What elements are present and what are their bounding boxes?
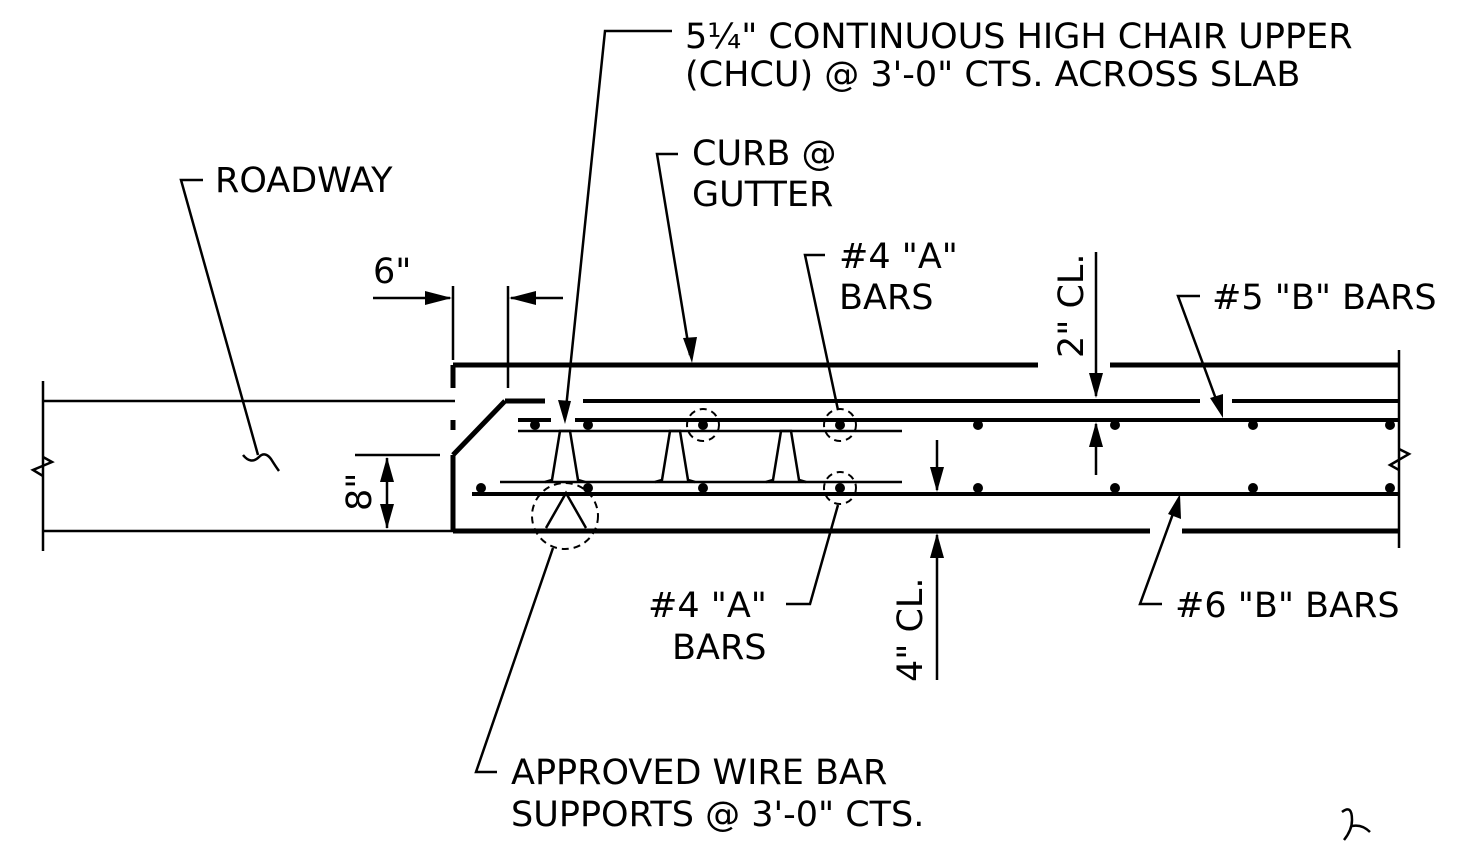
- arrowhead: [1168, 494, 1181, 519]
- arrowhead: [509, 291, 536, 305]
- bottom-bar-dot: [973, 483, 983, 493]
- a-bar-highlight-circle: [823, 408, 857, 442]
- eight-inch-dim-label: 8": [340, 473, 380, 511]
- arrowhead: [380, 504, 394, 529]
- bottom-bar-dot: [1110, 483, 1120, 493]
- top-a-bars-label-line1: #4 "A": [839, 237, 958, 277]
- chair-label-line1: 5¼" CONTINUOUS HIGH CHAIR UPPER: [685, 17, 1353, 57]
- b5-bars-label: #5 "B" BARS: [1212, 278, 1437, 318]
- arrowhead: [380, 457, 394, 482]
- leaders: [179, 29, 1223, 774]
- chair-label-line2: (CHCU) @ 3'-0" CTS. ACROSS SLAB: [685, 55, 1300, 95]
- four-inch-cl-label: 4" CL.: [891, 577, 931, 682]
- bottom-bar-dot: [1248, 483, 1258, 493]
- a-bar-highlight-circle: [823, 471, 857, 505]
- b6-leader: [1138, 499, 1180, 606]
- curb-label-line1: CURB @: [692, 134, 837, 174]
- high-chairs: [544, 429, 807, 529]
- curb-label-line2: GUTTER: [692, 175, 833, 215]
- curb-leader: [655, 152, 692, 356]
- bottom-bar-dot: [1385, 483, 1395, 493]
- supports-label-line2: SUPPORTS @ 3'-0" CTS.: [511, 795, 924, 835]
- top-bar-dot: [973, 420, 983, 430]
- top-bar-dot: [1110, 420, 1120, 430]
- bottom-bar-dot: [835, 483, 845, 493]
- wire-bar-support: [544, 490, 588, 529]
- high-chair: [654, 429, 696, 484]
- top-bar-dot: [1385, 420, 1395, 430]
- break-symbol-left: [30, 455, 55, 478]
- b6-bars-label: #6 "B" BARS: [1175, 586, 1400, 626]
- top-bar-dot: [698, 420, 708, 430]
- bottom-bar-dot: [698, 483, 708, 493]
- top-a-bars-label-line2: BARS: [839, 278, 934, 318]
- chair-leader: [563, 29, 672, 419]
- supports-leader: [474, 547, 555, 774]
- bottom-bar-dot: [476, 483, 486, 493]
- arrowhead: [1089, 422, 1103, 447]
- a-bar-highlight-circle: [686, 408, 720, 442]
- b5-leader: [1176, 294, 1222, 411]
- bottom-a-bars-leader: [786, 504, 840, 606]
- break-symbol-right: [1387, 447, 1412, 472]
- top-bar-dot: [835, 420, 845, 430]
- arrowhead: [1210, 394, 1223, 418]
- high-chair: [544, 429, 586, 484]
- supports-label-line1: APPROVED WIRE BAR: [511, 753, 887, 793]
- dimensions: [355, 252, 1103, 680]
- arrowhead: [930, 467, 944, 492]
- gutter-chamfer: [451, 399, 507, 457]
- top-bar-dot: [583, 420, 593, 430]
- reinforcement: [472, 408, 1398, 550]
- roadway-leader-squiggle: [242, 453, 281, 472]
- arrowhead: [558, 400, 571, 424]
- arrowhead: [425, 291, 452, 305]
- bottom-a-bars-label-line2: BARS: [672, 628, 767, 668]
- roadway-leader: [179, 178, 260, 456]
- top-a-bars-leader: [803, 253, 840, 411]
- top-bar-dot: [1248, 420, 1258, 430]
- roadway-label: ROADWAY: [215, 161, 393, 201]
- bar-support-highlight-circle: [531, 482, 599, 550]
- bottom-bar-dot: [583, 483, 593, 493]
- bottom-a-bars-label-line1: #4 "A": [648, 586, 767, 626]
- arrowhead: [683, 337, 697, 363]
- gutter-slab: [450, 350, 1412, 548]
- arrowhead: [1089, 373, 1103, 398]
- arrowhead: [930, 533, 944, 558]
- two-inch-cl-label: 2" CL.: [1052, 253, 1092, 358]
- six-inch-dim-label: 6": [373, 252, 411, 292]
- top-bar-dot: [530, 420, 540, 430]
- high-chair: [765, 429, 807, 484]
- roadway-slab: [30, 381, 455, 551]
- labels: 5¼" CONTINUOUS HIGH CHAIR UPPER (CHCU) @…: [215, 17, 1437, 835]
- sketch-mark: [1341, 808, 1371, 841]
